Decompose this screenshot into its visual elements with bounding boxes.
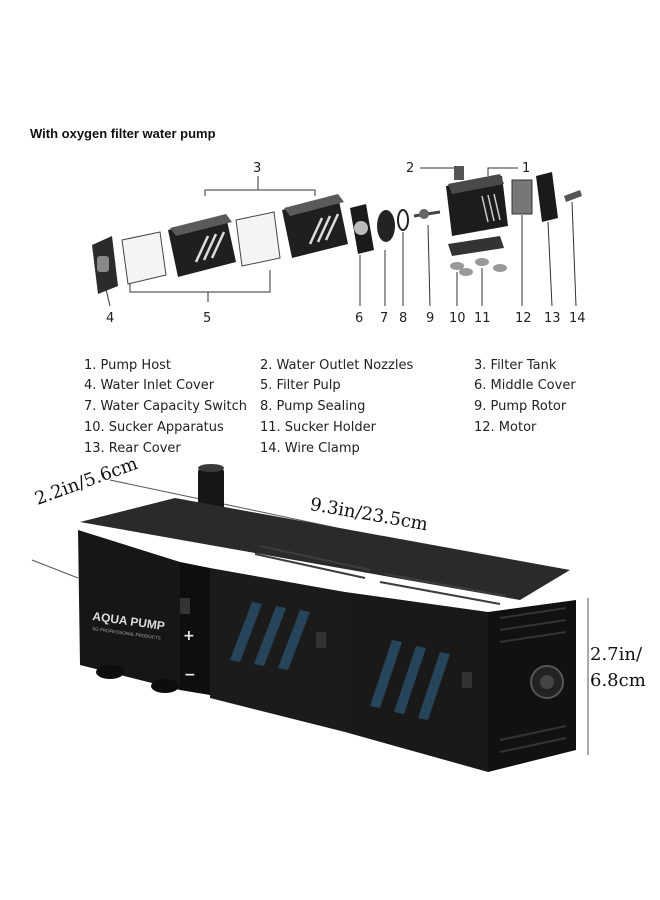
top-vents: [254, 545, 506, 605]
callout-7: 7: [380, 311, 388, 326]
height-dimension-label-line1: 2.7in/: [590, 644, 643, 665]
pump-sealing-part: [397, 209, 409, 231]
control-strip: [180, 562, 210, 695]
callout-11: 11: [474, 311, 491, 326]
end-cap-vents: [499, 607, 567, 753]
callout-12: 12: [515, 311, 532, 326]
filter-tank-1: [168, 214, 236, 277]
callout-13: 13: [544, 311, 561, 326]
outlet-nozzle-part: [454, 166, 464, 180]
sucker-holder-part: [448, 236, 504, 256]
callout-6: 6: [355, 311, 363, 326]
filter-section-2: [345, 592, 488, 772]
filter-sponge-2: [235, 211, 281, 267]
height-dimension-label-line2: 6.8cm: [590, 670, 646, 691]
pump-top-face: [80, 498, 570, 600]
sucker-apparatus-part: [450, 258, 507, 276]
exploded-parts-diagram: 1 2 3 4 5 6 7 8 9 10 11 12 13 14: [92, 161, 586, 326]
latch-icon: [316, 632, 326, 648]
motor-part: [511, 179, 533, 215]
callout-2: 2: [406, 161, 414, 176]
legend-item: 10. Sucker Apparatus: [84, 420, 224, 435]
legend-item: 2. Water Outlet Nozzles: [260, 358, 414, 373]
inlet-port-icon: [530, 665, 564, 699]
legend-item: 9. Pump Rotor: [474, 399, 567, 414]
legend-item: 4. Water Inlet Cover: [84, 378, 215, 393]
product-photo: AQUA PUMP SG PROFESSIONAL PRODUCTS + −: [31, 464, 589, 772]
callout-3: 3: [253, 161, 261, 176]
legend-item: 11. Sucker Holder: [260, 420, 376, 435]
callout-10: 10: [449, 311, 466, 326]
callout-1: 1: [522, 161, 530, 176]
filter-slots: [230, 602, 450, 720]
bracket-3: [204, 189, 316, 196]
legend-item: 6. Middle Cover: [474, 378, 576, 393]
pump-rotor-part: [413, 209, 441, 219]
suction-cup-icon: [96, 665, 124, 679]
legend-item: 8. Pump Sealing: [260, 399, 366, 414]
filter-tank-2: [282, 194, 348, 258]
filter-sponge-1: [121, 231, 167, 285]
latch-icon: [462, 672, 472, 688]
bracket-1: [487, 167, 518, 176]
middle-cover-part: [350, 204, 374, 254]
pump-host-part: [446, 174, 508, 236]
callout-5: 5: [203, 311, 211, 326]
capacity-switch-part: [377, 210, 395, 242]
callout-4: 4: [106, 311, 114, 326]
diagram-title: With oxygen filter water pump: [30, 126, 216, 141]
latch-icon: [180, 598, 190, 614]
suction-cup-icon: [151, 679, 179, 693]
wire-clamp-part: [564, 190, 582, 202]
legend-item: 1. Pump Host: [84, 358, 172, 373]
callout-14: 14: [569, 311, 586, 326]
legend-item: 12. Motor: [474, 420, 537, 435]
callout-9: 9: [426, 311, 434, 326]
rear-cover-part: [536, 172, 558, 222]
filter-section-1: [210, 568, 345, 732]
inlet-cover-part: [92, 236, 118, 294]
legend-item: 3. Filter Tank: [474, 358, 557, 373]
legend-item: 5. Filter Pulp: [260, 378, 341, 393]
decrease-flow-icon: −: [184, 667, 196, 683]
legend-item: 7. Water Capacity Switch: [84, 399, 248, 414]
width-dimension-line: [31, 559, 79, 579]
pump-host-body: [78, 530, 180, 690]
callout-8: 8: [399, 311, 407, 326]
increase-flow-icon: +: [183, 628, 195, 644]
